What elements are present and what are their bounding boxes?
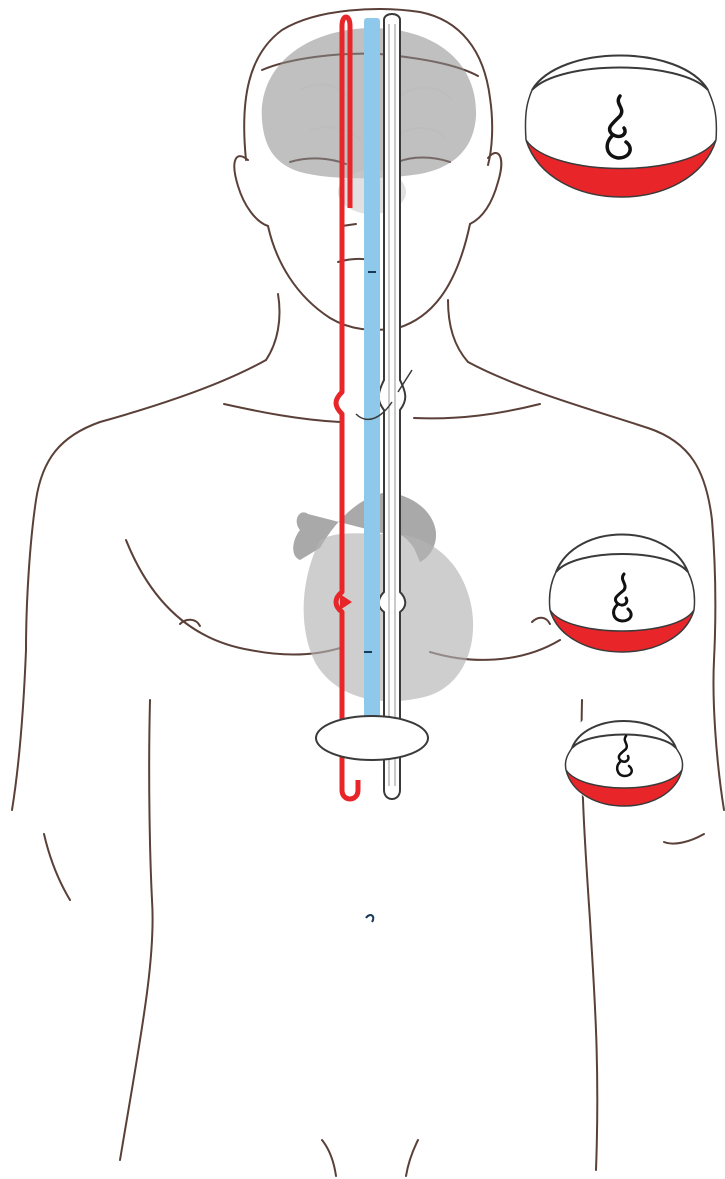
- drop-disc-heart: [549, 520, 694, 664]
- drop-disc-head: [524, 30, 716, 222]
- blue-channel: [364, 18, 380, 922]
- central-knot-ellipse: [316, 716, 428, 760]
